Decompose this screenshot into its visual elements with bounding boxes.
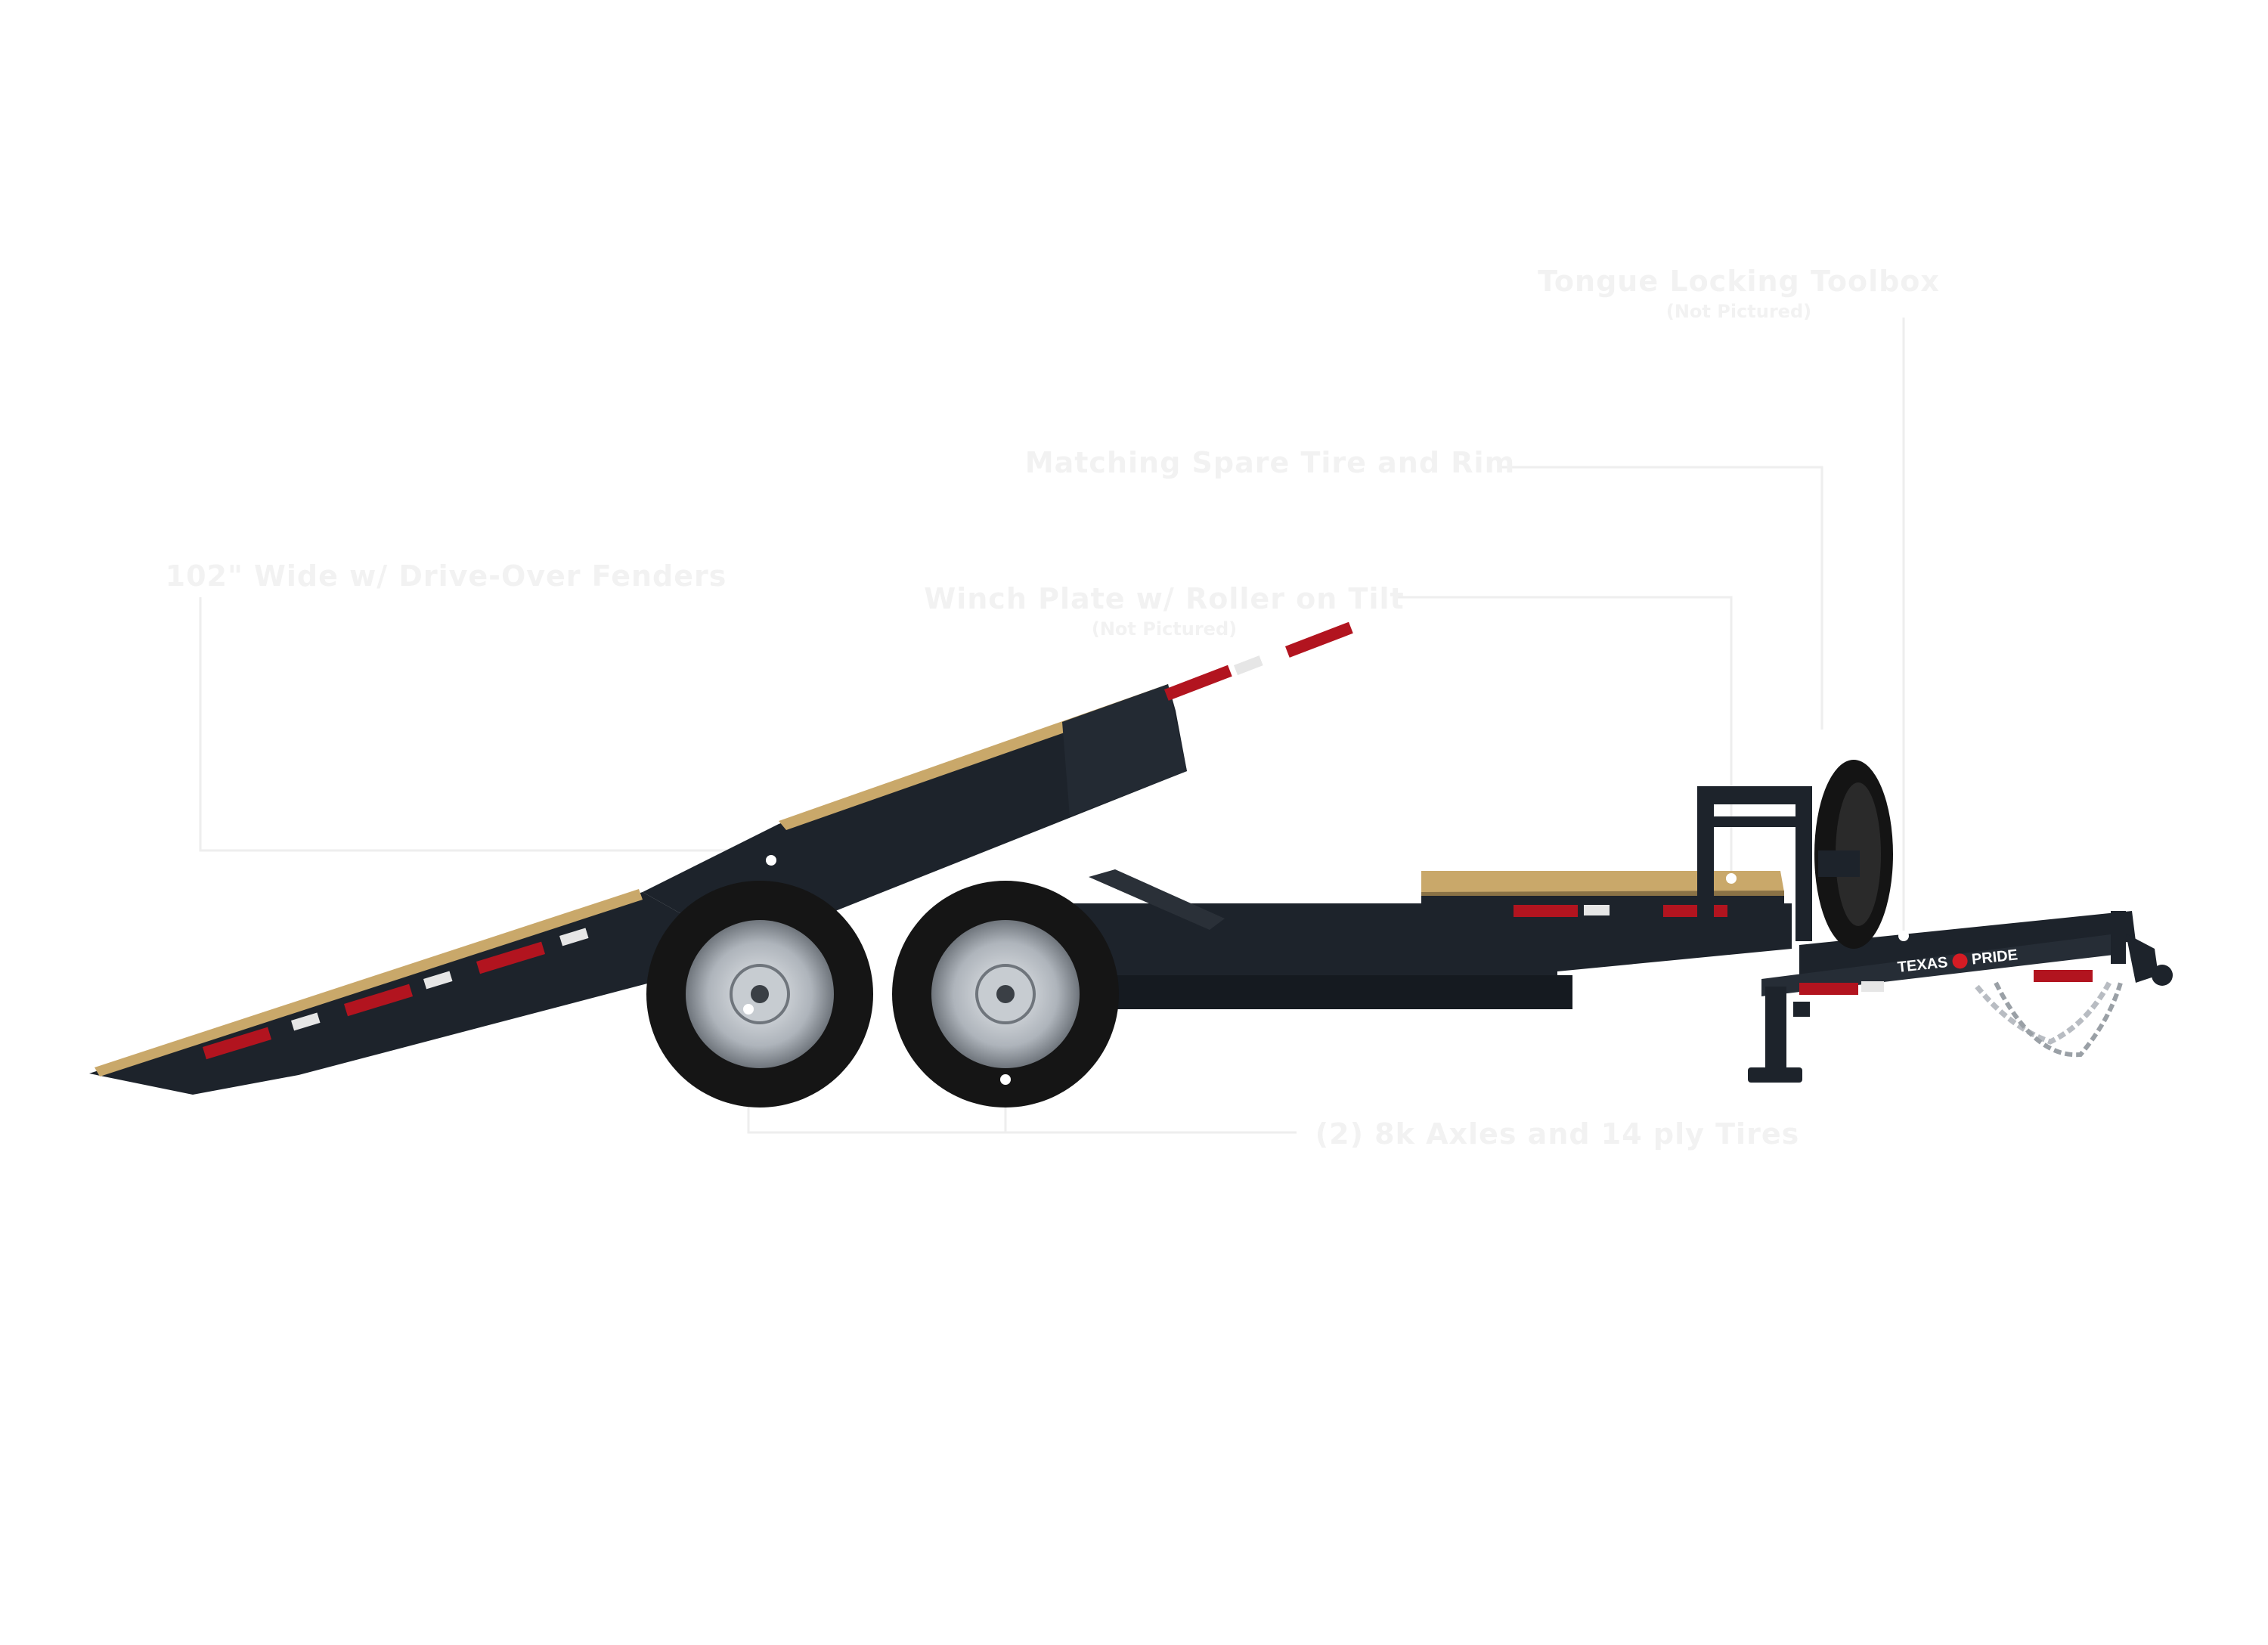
main-frame [1028,760,1893,1009]
callout-spare: Matching Spare Tire and Rim [1021,446,1520,479]
callout-winch: Winch Plate w/ Roller on Tilt (Not Pictu… [915,582,1414,640]
callout-axles-label: (2) 8k Axles and 14 ply Tires [1315,1117,1800,1151]
callout-toolbox-note: (Not Pictured) [1665,301,1812,322]
tongue [1748,911,2173,1083]
callout-winch-note: (Not Pictured) [1091,618,1238,640]
callout-winch-label: Winch Plate w/ Roller on Tilt [924,582,1405,615]
wheels [646,881,1119,1108]
callout-toolbox-label: Tongue Locking Toolbox [1538,265,1940,298]
callout-wide: 102" Wide w/ Drive-Over Fenders [151,559,741,593]
callout-spare-label: Matching Spare Tire and Rim [1024,446,1516,479]
callout-axles: (2) 8k Axles and 14 ply Tires [1300,1117,1814,1151]
callout-toolbox: Tongue Locking Toolbox (Not Pictured) [1512,265,1966,322]
tilt-deck [643,621,1353,926]
rear-ramp [89,889,703,1095]
callout-wide-label: 102" Wide w/ Drive-Over Fenders [165,559,727,593]
logo-shield-icon [1951,953,1969,970]
leader-dots [743,730,1909,1085]
